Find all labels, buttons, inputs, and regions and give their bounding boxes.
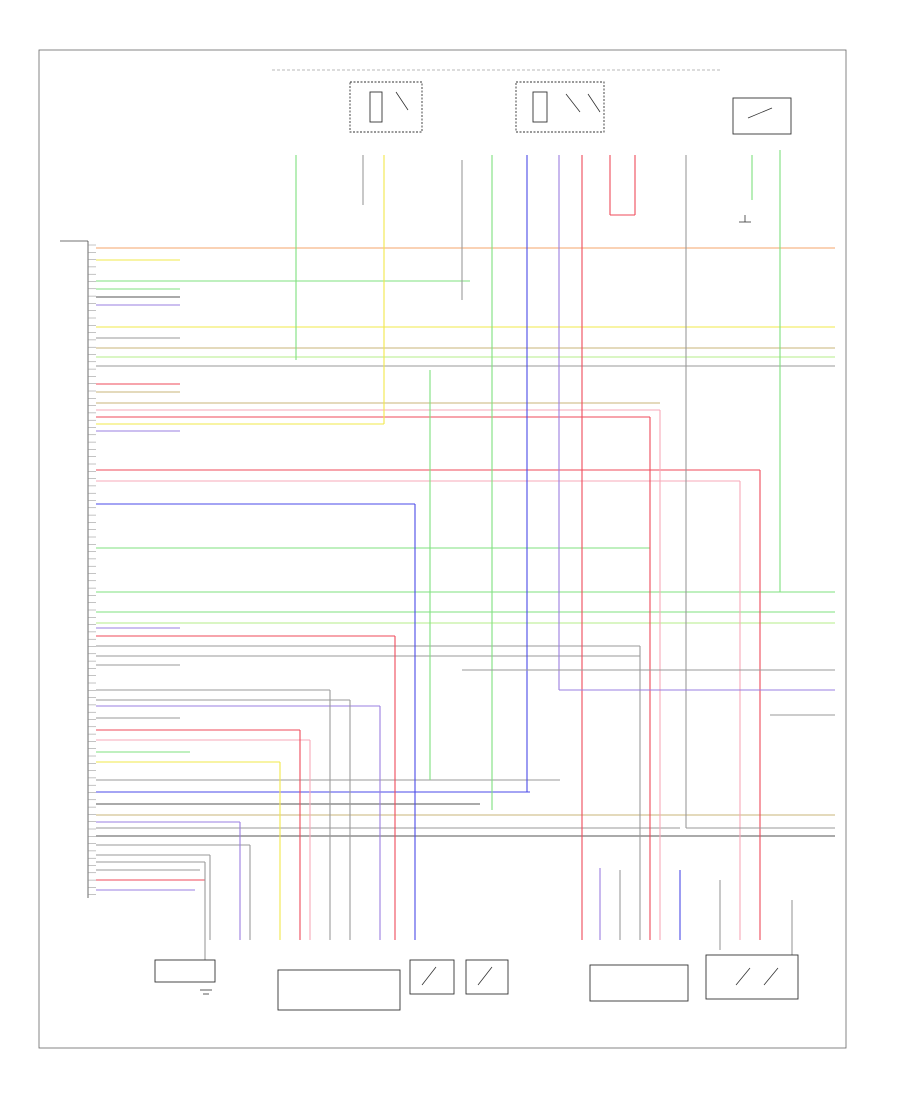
bottom-module-2 [589,964,689,1002]
connector-pins [88,244,96,895]
bottom-switch-2 [465,959,509,995]
bottom-sensor-2 [154,959,216,995]
top-relay-a [349,81,423,133]
wire-harness [96,150,835,960]
bottom-module-3 [705,954,799,1000]
top-switch-c [732,97,792,135]
ecu-connector [60,240,89,898]
top-relay-b [515,81,605,133]
ground-symbol-top [739,215,751,223]
bottom-switch-1 [409,959,455,995]
bottom-module-1 [277,969,401,1011]
diagram-frame [38,49,847,1049]
